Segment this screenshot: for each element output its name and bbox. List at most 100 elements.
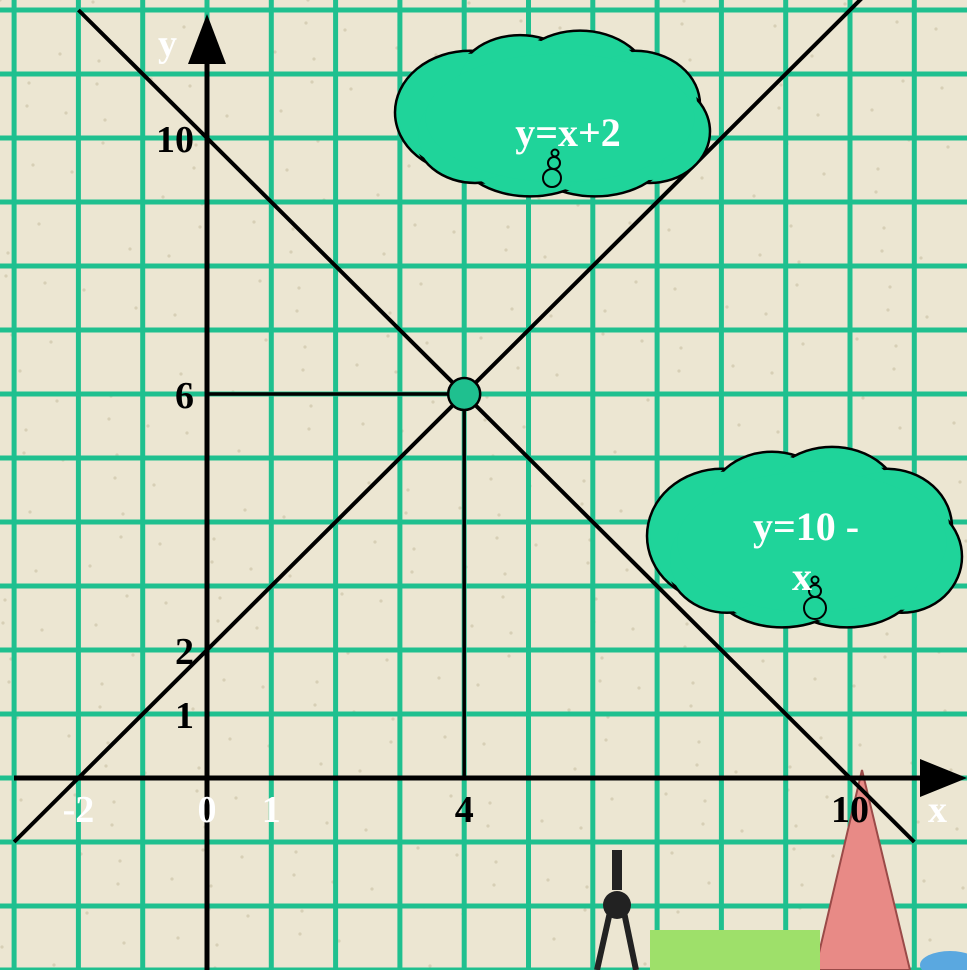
thought-bubble <box>542 168 562 188</box>
paper-speck <box>0 945 4 949</box>
paper-speck <box>455 853 459 857</box>
paper-speck <box>940 86 944 90</box>
paper-speck <box>237 449 241 453</box>
paper-speck <box>452 230 456 234</box>
paper-speck <box>370 887 374 891</box>
thought-bubble <box>808 584 822 598</box>
paper-speck <box>567 708 571 712</box>
paper-speck <box>201 848 205 852</box>
paper-speck <box>437 676 441 680</box>
paper-speck <box>604 738 608 742</box>
paper-speck <box>582 479 586 483</box>
paper-speck <box>619 509 623 513</box>
paper-speck <box>18 369 22 373</box>
paper-speck <box>55 399 59 403</box>
callout-cloud-1: y=x+2 <box>393 29 712 198</box>
paper-speck <box>858 743 862 747</box>
paper-speck <box>667 228 671 232</box>
paper-speck <box>240 855 244 859</box>
paper-speck <box>752 194 756 198</box>
paper-speck <box>955 827 959 831</box>
paper-speck <box>394 370 398 374</box>
paper-speck <box>210 560 214 564</box>
y-tick-label: 6 <box>175 375 194 417</box>
paper-speck <box>19 798 23 802</box>
paper-speck <box>628 221 632 225</box>
paper-speck <box>922 879 926 883</box>
decorative-drawing-tools <box>594 769 967 970</box>
paper-speck <box>391 717 395 721</box>
paper-speck <box>558 26 562 30</box>
paper-speck <box>631 627 635 631</box>
paper-speck <box>122 941 126 945</box>
paper-speck <box>301 368 305 372</box>
paper-speck <box>586 561 590 565</box>
paper-speck <box>37 222 41 226</box>
paper-speck <box>164 601 168 605</box>
paper-speck <box>928 938 932 942</box>
paper-speck <box>404 511 408 515</box>
paper-speck <box>882 226 886 230</box>
paper-speck <box>613 450 617 454</box>
paper-speck <box>467 1 471 5</box>
paper-speck <box>431 400 435 404</box>
paper-speck <box>492 883 496 887</box>
paper-speck <box>82 288 86 292</box>
paper-speck <box>600 656 604 660</box>
paper-speck <box>222 678 226 682</box>
paper-speck <box>949 768 953 772</box>
paper-speck <box>510 307 514 311</box>
paper-speck <box>416 846 420 850</box>
paper-speck <box>816 113 820 117</box>
paper-speck <box>410 570 414 574</box>
paper-speck <box>249 567 253 571</box>
paper-speck <box>131 653 135 657</box>
paper-speck <box>340 592 344 596</box>
paper-speck <box>194 143 198 147</box>
paper-speck <box>289 250 293 254</box>
paper-speck <box>494 860 498 864</box>
paper-speck <box>70 170 74 174</box>
paper-speck <box>797 260 801 264</box>
paper-speck <box>770 371 774 375</box>
paper-speck <box>24 428 28 432</box>
cloud-bump-fill <box>677 471 947 613</box>
paper-speck <box>707 881 711 885</box>
paper-speck <box>358 769 362 773</box>
callout-cloud-2: y=10 -x <box>645 445 964 629</box>
paper-speck <box>870 108 874 112</box>
x-tick-label: 0 <box>198 789 217 831</box>
paper-speck <box>919 256 923 260</box>
paper-speck <box>691 681 695 685</box>
paper-speck <box>376 193 380 197</box>
paper-speck <box>534 543 538 547</box>
paper-speck <box>895 20 899 24</box>
paper-speck <box>285 168 289 172</box>
paper-speck <box>101 141 105 145</box>
paper-speck <box>98 705 102 709</box>
paper-speck <box>664 792 668 796</box>
paper-speck <box>406 488 410 492</box>
paper-speck <box>603 309 607 313</box>
paper-speck <box>185 431 189 435</box>
paper-speck <box>389 740 393 744</box>
paper-speck <box>925 315 929 319</box>
paper-speck <box>880 249 884 253</box>
y-tick-label: 10 <box>156 119 194 161</box>
paper-speck <box>52 963 56 967</box>
paper-speck <box>67 734 71 738</box>
paper-speck <box>198 225 202 229</box>
intersection-helpers <box>207 392 466 778</box>
paper-speck <box>4 274 8 278</box>
paper-speck <box>507 654 511 658</box>
paper-speck <box>822 172 826 176</box>
paper-speck <box>916 820 920 824</box>
paper-speck <box>192 166 196 170</box>
axes: yx <box>14 14 967 970</box>
paper-speck <box>800 883 804 887</box>
paper-speck <box>218 596 222 600</box>
paper-speck <box>779 83 783 87</box>
compass-leg-left <box>594 911 613 970</box>
paper-speck <box>673 287 677 291</box>
